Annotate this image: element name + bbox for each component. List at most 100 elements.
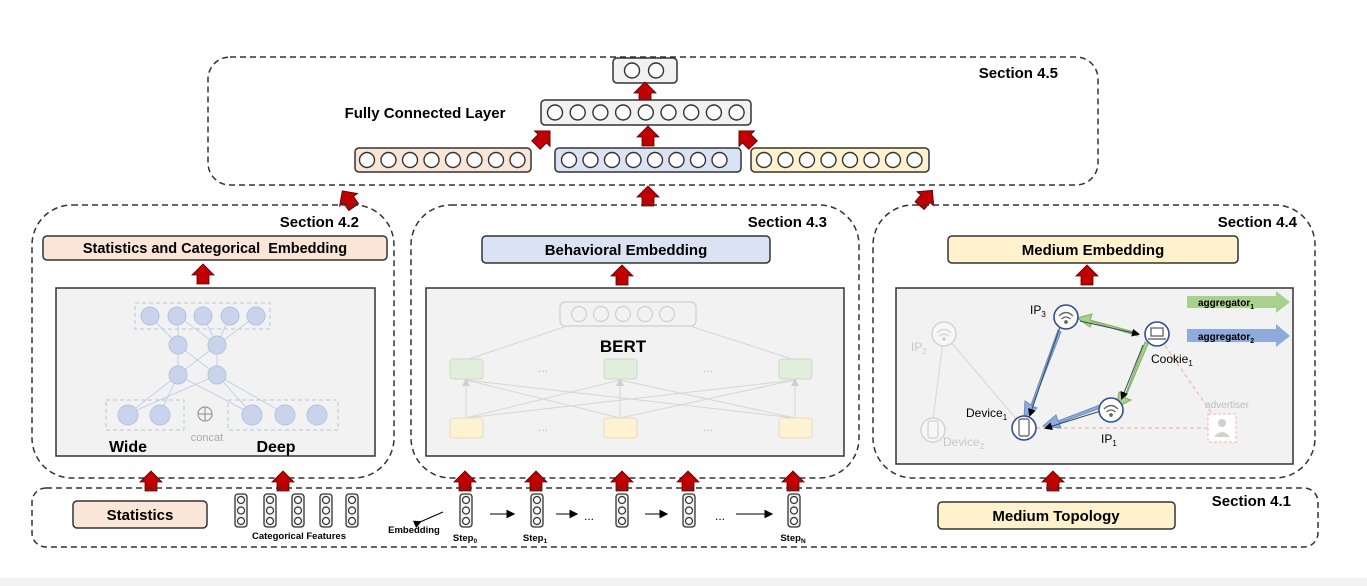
step-vector (682, 493, 696, 528)
section-4-5-label: Section 4.5 (979, 65, 1058, 82)
svg-text:...: ... (538, 361, 548, 375)
neuron (637, 104, 654, 121)
ip3-node (1053, 304, 1079, 330)
device2-label: Device2 (943, 435, 985, 451)
output-neurons (623, 62, 665, 79)
concat-label: concat (191, 432, 223, 444)
section-4-1-box (31, 487, 1319, 548)
bert-input-cells (449, 417, 813, 439)
neuron (614, 104, 632, 121)
step-vectors (459, 493, 801, 528)
arrow-orange-to-fc (527, 122, 559, 154)
step-vector (459, 493, 473, 528)
svg-text:...: ... (538, 420, 548, 434)
step0-label: Step0 (453, 533, 478, 545)
faded-graph-edges (932, 333, 1223, 429)
neuron (560, 151, 578, 169)
neuron (798, 151, 816, 169)
arrow-left-panel-to-title (191, 263, 215, 285)
embedding-pointer (412, 511, 444, 529)
bert-label: BERT (600, 337, 647, 356)
neuron (444, 151, 462, 169)
neuron (660, 104, 677, 121)
neuron (582, 151, 599, 169)
stat-embedding-vector (354, 147, 532, 173)
neuron (380, 151, 397, 169)
categorical-feature-vector (234, 493, 248, 528)
neuron (646, 151, 664, 169)
neuron (711, 151, 728, 169)
neuron (603, 151, 621, 169)
laptop-icon (1148, 327, 1166, 340)
concat-symbol (197, 406, 213, 422)
stat-cat-embedding-box (42, 235, 388, 261)
bert-output-vector (559, 301, 697, 327)
medium-embedding-box (947, 235, 1239, 264)
categorical-feature-vector (291, 493, 305, 528)
arrow-blue-to-fc (636, 125, 660, 147)
neuron (820, 151, 837, 169)
section-4-1-label: Section 4.1 (1212, 493, 1291, 510)
device1-label: Device1 (966, 406, 1008, 422)
neuron (668, 151, 685, 169)
neuron (358, 151, 376, 169)
neuron (705, 104, 723, 121)
step-ellipsis-2: ... (715, 509, 725, 523)
neuron (728, 104, 745, 121)
neuron (755, 151, 773, 169)
ip1-label: IP1 (1101, 432, 1117, 448)
arrow-4-2-to-4-5 (332, 184, 364, 214)
output-layer (612, 57, 678, 84)
statistics-label: Statistics (107, 507, 174, 524)
device1-node (1011, 415, 1037, 441)
cookie-label: Cookie1 (1151, 352, 1193, 368)
section-4-4-label: Section 4.4 (1218, 214, 1298, 231)
neuron (569, 104, 586, 121)
medium-embedding-title: Medium Embedding (1022, 242, 1165, 259)
neuron (466, 151, 483, 169)
phone-icon (927, 420, 939, 439)
person-icon (1218, 419, 1226, 427)
neuron (863, 151, 880, 169)
cookie-node (1144, 321, 1170, 347)
behavioral-embedding-title: Behavioral Embedding (545, 242, 708, 259)
embedding-label: Embedding (388, 525, 440, 536)
arrow-graph-to-title (1075, 264, 1099, 286)
neuron (884, 151, 902, 169)
ip3-label: IP3 (1030, 303, 1046, 319)
step-vector (530, 493, 544, 528)
section-4-2-label: Section 4.2 (280, 214, 359, 231)
neuron (777, 151, 794, 169)
neuron (906, 151, 923, 169)
phone-icon (1018, 418, 1030, 437)
neuron (487, 151, 505, 169)
bert-connections (462, 325, 799, 419)
medium-embedding-vector (750, 147, 930, 173)
ip2-label: IP2 (911, 340, 927, 356)
wifi-icon (1058, 311, 1074, 324)
arrow-fc-to-output (633, 81, 657, 103)
bert-output-neurons (570, 305, 676, 323)
wide-deep-neurons (117, 306, 328, 426)
advertiser-label: advertiser (1205, 400, 1250, 411)
stat-cat-embedding-title: Statistics and Categorical Embedding (83, 241, 347, 257)
wifi-icon (1103, 404, 1119, 417)
wifi-icon (936, 328, 952, 341)
bert-hidden-cells (449, 358, 813, 380)
wide-label: Wide (109, 439, 147, 456)
neuron (689, 151, 707, 169)
ip2-node (931, 321, 957, 347)
neuron (423, 151, 440, 169)
neuron (683, 104, 700, 121)
step1-label: Step1 (523, 533, 548, 545)
svg-text:...: ... (703, 361, 713, 375)
arrow-4-4-to-4-5 (910, 182, 942, 214)
section-4-4-box (872, 204, 1316, 479)
bert-ellipsis: ...... ...... (538, 361, 713, 434)
categorical-features-label: Categorical Features (252, 531, 346, 542)
aggregator-legend (1187, 291, 1290, 347)
categorical-feature-vector (345, 493, 359, 528)
advertiser-node (1207, 413, 1237, 443)
aggregator-2-label: aggregator2 (1198, 332, 1254, 345)
